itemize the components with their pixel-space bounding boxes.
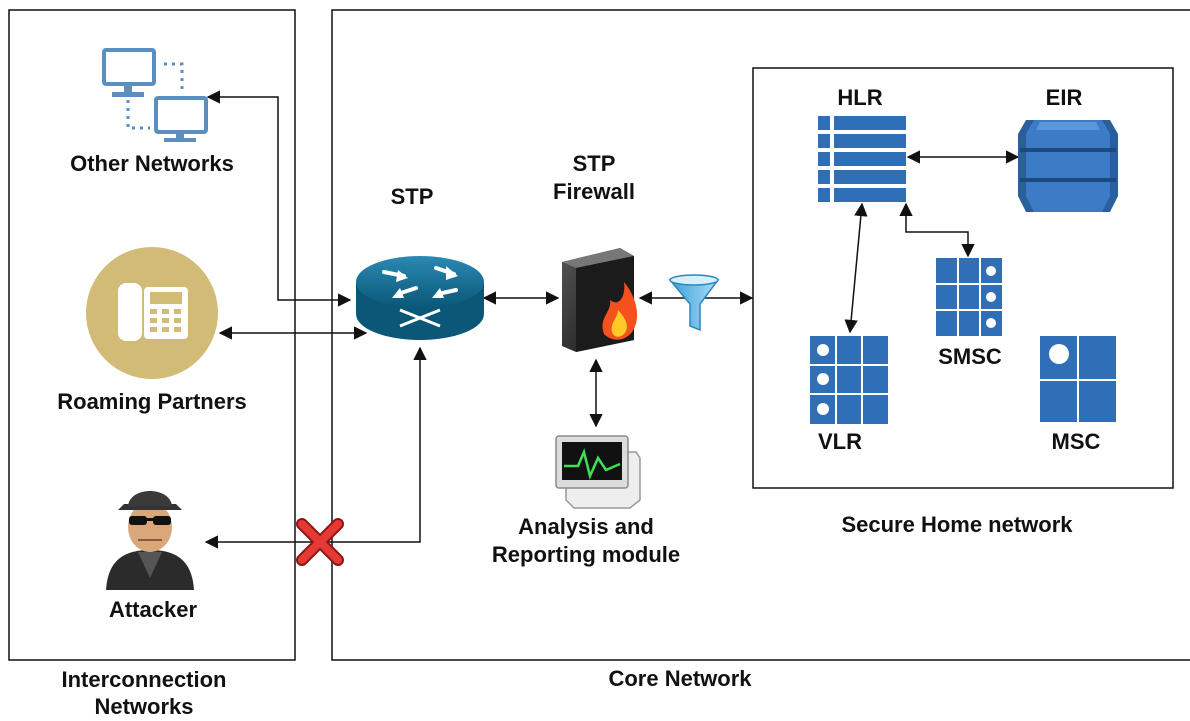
- red-x-icon: [296, 518, 344, 566]
- other-networks-label: Other Networks: [70, 151, 234, 176]
- vlr-server-icon: [810, 336, 888, 424]
- link-other-networks-stp: [206, 90, 352, 307]
- smsc-server-icon: [936, 258, 1002, 336]
- smsc-label: SMSC: [938, 344, 1002, 369]
- network-monitors-icon: [102, 48, 208, 142]
- vlr-label: VLR: [818, 429, 862, 454]
- telephone-icon: [86, 247, 218, 379]
- msc-server-icon: [1040, 336, 1116, 422]
- eir-database-icon: [1018, 120, 1118, 212]
- secure-home-network-label: Secure Home network: [841, 512, 1073, 537]
- router-icon: [356, 256, 484, 340]
- link-attacker-stp: [204, 346, 427, 549]
- hlr-server-icon: [818, 116, 906, 202]
- hlr-label: HLR: [837, 85, 883, 110]
- link-hlr-smsc: [899, 202, 975, 258]
- attacker-label: Attacker: [108, 597, 198, 622]
- firewall-icon: [562, 248, 638, 352]
- spy-icon: [106, 491, 194, 590]
- analysis-reporting-label: Analysis and Reporting module: [491, 514, 681, 567]
- stp-label: STP: [390, 184, 434, 209]
- msc-label: MSC: [1051, 429, 1101, 454]
- monitor-report-icon: [555, 435, 641, 509]
- roaming-partners-label: Roaming Partners: [57, 389, 247, 414]
- interconnection-networks-label: Interconnection Networks: [61, 667, 227, 719]
- core-network-label: Core Network: [608, 666, 752, 691]
- eir-label: EIR: [1045, 85, 1083, 110]
- funnel-icon: [668, 274, 720, 332]
- stp-firewall-label: STP Firewall: [553, 151, 635, 204]
- secure-home-network-zone: [752, 67, 1174, 489]
- link-hlr-vlr: [844, 202, 868, 334]
